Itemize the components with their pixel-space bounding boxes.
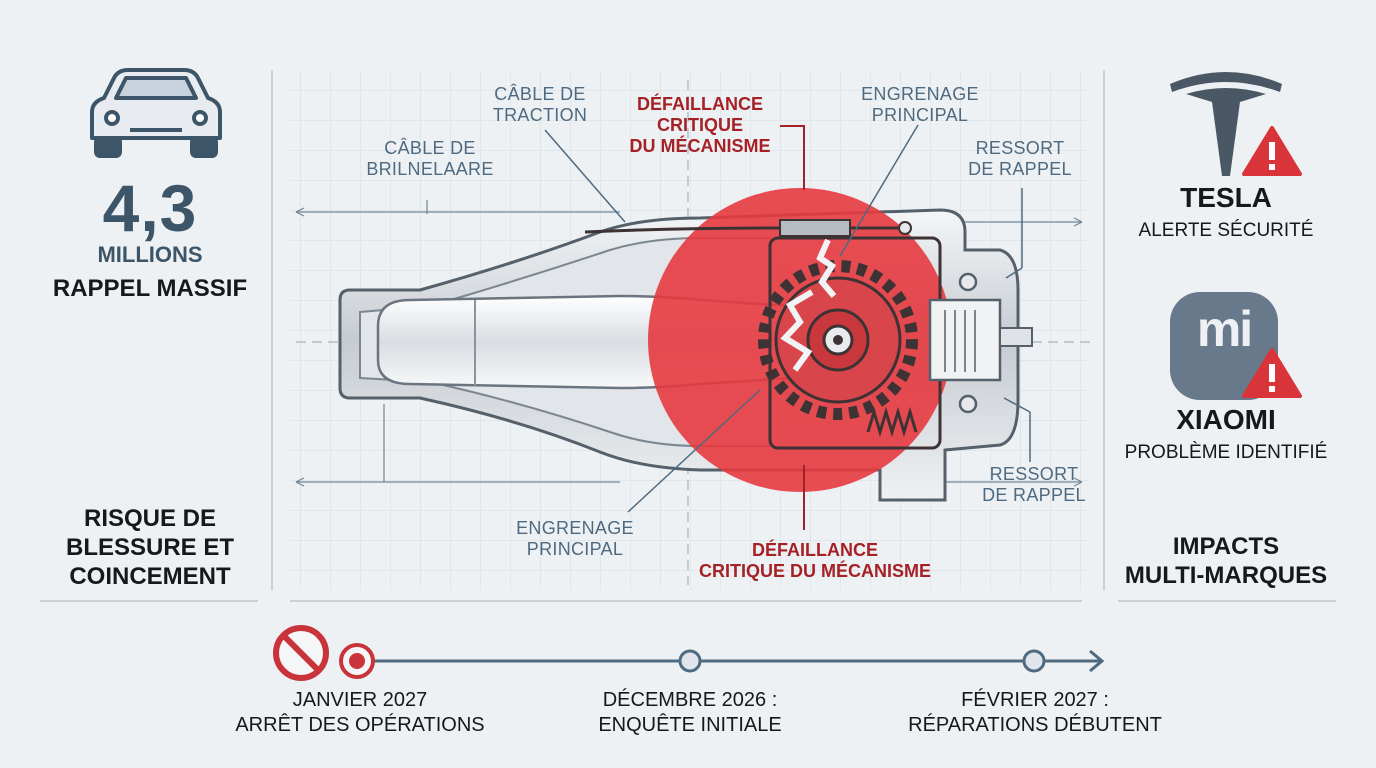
callout-text: ENGRENAGE: [861, 84, 979, 104]
brand-xiaomi-status: PROBLÈME IDENTIFIÉ: [1124, 442, 1328, 463]
tesla-logo-icon: [1170, 72, 1282, 176]
callout-spring-bottom: RESSORT DE RAPPEL: [964, 464, 1104, 506]
callout-text: DE RAPPEL: [968, 159, 1072, 179]
callout-text: DÉFAILLANCE: [637, 94, 763, 114]
callout-cable-frein: CÂBLE DE BRILNELAARE: [355, 138, 505, 180]
crack-line: [780, 289, 814, 372]
timeline-marker-2: [678, 649, 702, 673]
recall-caption: RAPPEL MASSIF: [52, 275, 248, 302]
crack-upper: [816, 238, 837, 298]
brand-xiaomi-name: XIAOMI: [1176, 404, 1276, 435]
callout-failure-top: DÉFAILLANCE CRITIQUE DU MÉCANISME: [610, 94, 790, 157]
callout-text: DU MÉCANISME: [629, 136, 771, 156]
recall-unit: MILLIONS: [97, 242, 203, 267]
callout-text: PRINCIPAL: [526, 539, 624, 559]
timeline-event-1: JANVIER 2027 ARRÊT DES OPÉRATIONS: [210, 688, 510, 738]
warning-icon-xiaomi: [1242, 348, 1302, 398]
callout-text: DÉFAILLANCE: [752, 540, 878, 560]
risk-warning: RISQUE DE BLESSURE ET COINCEMENT: [30, 504, 270, 591]
callout-text: TRACTION: [492, 105, 588, 125]
leader-lines: [544, 124, 1031, 513]
xiaomi-logo-text: mi: [1196, 301, 1253, 357]
risk-line-2: BLESSURE ET: [65, 534, 235, 561]
callout-gear-top: ENGRENAGE PRINCIPAL: [840, 84, 1000, 126]
return-spring: [866, 406, 918, 438]
timeline-desc: ARRÊT DES OPÉRATIONS: [235, 714, 485, 736]
callout-gear-bottom: ENGRENAGE PRINCIPAL: [500, 518, 650, 560]
callout-text: BRILNELAARE: [366, 159, 494, 179]
callout-text: CRITIQUE DU MÉCANISME: [698, 561, 931, 581]
callout-cable-traction: CÂBLE DE TRACTION: [470, 84, 610, 126]
risk-line-3: COINCEMENT: [69, 563, 231, 590]
callout-text: RESSORT: [975, 138, 1065, 158]
callout-text: CRITIQUE: [656, 115, 743, 135]
brand-tesla-status: ALERTE SÉCURITÉ: [1138, 220, 1314, 241]
risk-line-1: RISQUE DE: [83, 505, 217, 532]
traction-cable: [584, 219, 912, 237]
brand-tesla-name: TESLA: [1180, 182, 1272, 213]
callout-text: DE RAPPEL: [982, 485, 1086, 505]
timeline-date: FÉVRIER 2027 :: [961, 689, 1109, 711]
warning-icon-tesla: [1242, 126, 1302, 176]
impact-line-2: MULTI-MARQUES: [1124, 562, 1328, 589]
callout-text: ENGRENAGE: [516, 518, 634, 538]
prohibited-icon: [273, 625, 329, 681]
callout-text: CÂBLE DE: [384, 138, 476, 158]
impact-line-1: IMPACTS: [1172, 533, 1280, 560]
timeline: [339, 643, 1105, 679]
failure-leaders: [780, 125, 805, 530]
timeline-marker-3: [1022, 649, 1046, 673]
timeline-event-2: DÉCEMBRE 2026 : ENQUÊTE INITIALE: [560, 688, 820, 738]
callout-text: RESSORT: [989, 464, 1079, 484]
callout-failure-bottom: DÉFAILLANCE CRITIQUE DU MÉCANISME: [680, 540, 950, 582]
timeline-desc: ENQUÊTE INITIALE: [598, 714, 782, 736]
main-gear: [758, 260, 918, 420]
timeline-desc: RÉPARATIONS DÉBUTENT: [908, 714, 1162, 736]
car-icon: [90, 68, 222, 158]
recall-count: 4,3: [102, 171, 198, 245]
multi-brand-impact: IMPACTS MULTI-MARQUES: [1106, 532, 1346, 590]
timeline-date: DÉCEMBRE 2026 :: [602, 689, 778, 711]
xiaomi-logo-icon: [1170, 292, 1278, 400]
dimension-lines: [295, 80, 1090, 585]
callout-text: PRINCIPAL: [871, 105, 969, 125]
timeline-date: JANVIER 2027: [292, 689, 428, 711]
callout-spring-top: RESSORT DE RAPPEL: [950, 138, 1090, 180]
mechanism-block: [768, 236, 1033, 450]
timeline-event-3: FÉVRIER 2027 : RÉPARATIONS DÉBUTENT: [890, 688, 1180, 738]
callout-text: CÂBLE DE: [494, 84, 586, 104]
